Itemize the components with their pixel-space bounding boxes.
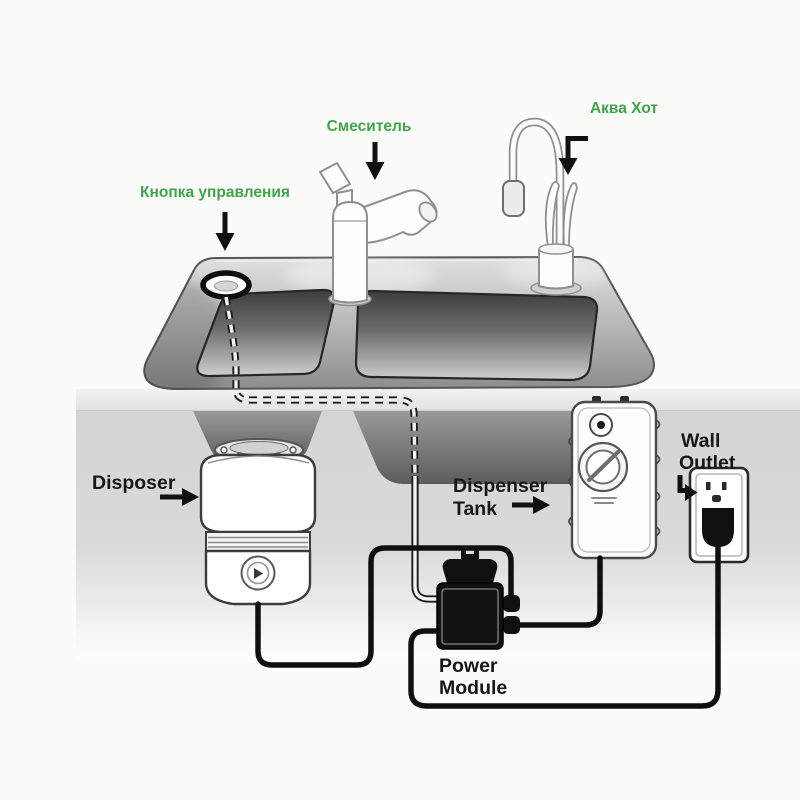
power-plug bbox=[702, 508, 734, 547]
disposer-ring-ridges bbox=[208, 536, 308, 548]
aqua-hot-faucet bbox=[502, 117, 582, 296]
module-body-inner-line bbox=[441, 588, 499, 645]
aqua-hot-gooseneck bbox=[510, 119, 563, 249]
mixer-label: Смеситель bbox=[327, 118, 412, 135]
dispenser-tank-arrow-right-icon bbox=[512, 496, 550, 514]
disposer-badge-logo bbox=[254, 568, 263, 579]
power-cords bbox=[255, 542, 721, 709]
tank-vent-dot bbox=[597, 421, 605, 429]
aqua-hot-spout-tip bbox=[502, 180, 525, 217]
mixer-lever bbox=[319, 162, 351, 194]
disposer-ring-band bbox=[205, 531, 311, 552]
control-button-label: Кнопка управления bbox=[140, 184, 290, 201]
module-top-knob bbox=[461, 549, 479, 559]
dispenser-tank bbox=[568, 396, 661, 560]
aqua-hot-handle-right bbox=[562, 182, 578, 248]
air-tube-solid-core bbox=[413, 476, 439, 601]
pointer-arrows bbox=[160, 136, 698, 514]
mixer-body bbox=[332, 201, 368, 304]
deck-top-highlight bbox=[215, 258, 579, 263]
aqua-hot-label: Аква Хот bbox=[590, 100, 658, 117]
tank-dial-slash bbox=[587, 450, 620, 482]
sink bbox=[143, 255, 655, 391]
disposer-shoulder-line bbox=[207, 455, 310, 464]
mixer-faucet bbox=[319, 162, 438, 307]
tank-clip-right bbox=[655, 419, 661, 537]
mixer-spout-tip bbox=[418, 201, 438, 223]
module-nub-upper bbox=[503, 595, 520, 612]
disposer-label: Disposer bbox=[92, 472, 176, 494]
aqua-hot-handle-left bbox=[544, 180, 560, 248]
dispenser-tank-label-line1: Dispenser bbox=[453, 475, 548, 497]
mount-bolt bbox=[220, 446, 228, 454]
aqua-hot-base-top bbox=[538, 243, 574, 255]
power-module-label-line2: Module bbox=[439, 677, 507, 699]
outlet-ground-hole bbox=[712, 495, 721, 502]
module-body bbox=[436, 582, 504, 650]
disposer-upper-body bbox=[199, 453, 317, 534]
power-module-label-line1: Power bbox=[439, 655, 498, 677]
power-module bbox=[436, 549, 520, 650]
wall-outlet-label-line1: Wall bbox=[681, 430, 720, 452]
air-tube-dashed-core bbox=[224, 296, 417, 477]
disposer-arrow-right-icon bbox=[160, 488, 199, 506]
tank-inner-contour bbox=[577, 407, 651, 553]
tank-clip-left bbox=[568, 436, 573, 527]
mixer-arrow-down-icon bbox=[365, 142, 385, 180]
wall-outlet-label-line2: Outlet bbox=[679, 452, 736, 474]
module-hood bbox=[442, 559, 498, 583]
disposer bbox=[199, 438, 317, 606]
aqua-hot-arrow-bent-icon bbox=[558, 136, 588, 175]
outlet-slot-right bbox=[722, 482, 727, 490]
control-button bbox=[200, 270, 252, 300]
counter-front-strip bbox=[76, 389, 800, 411]
wall-outlet-arrow-bent-icon bbox=[677, 475, 698, 501]
mount-bolt bbox=[289, 446, 297, 454]
air-tube bbox=[222, 296, 439, 603]
outlet-cord bbox=[408, 542, 721, 709]
tank-cord bbox=[517, 555, 603, 628]
outlet-slot-left bbox=[706, 482, 711, 490]
module-nub-lower bbox=[503, 616, 520, 634]
tank-logo bbox=[591, 497, 617, 504]
dispenser-tank-label-line2: Tank bbox=[453, 498, 497, 520]
labels: Кнопка управления Смеситель Аква Хот Dis… bbox=[92, 100, 736, 699]
right-basin bbox=[354, 289, 599, 382]
disposer-cord bbox=[255, 545, 514, 668]
control-button-arrow-down-icon bbox=[215, 212, 235, 251]
